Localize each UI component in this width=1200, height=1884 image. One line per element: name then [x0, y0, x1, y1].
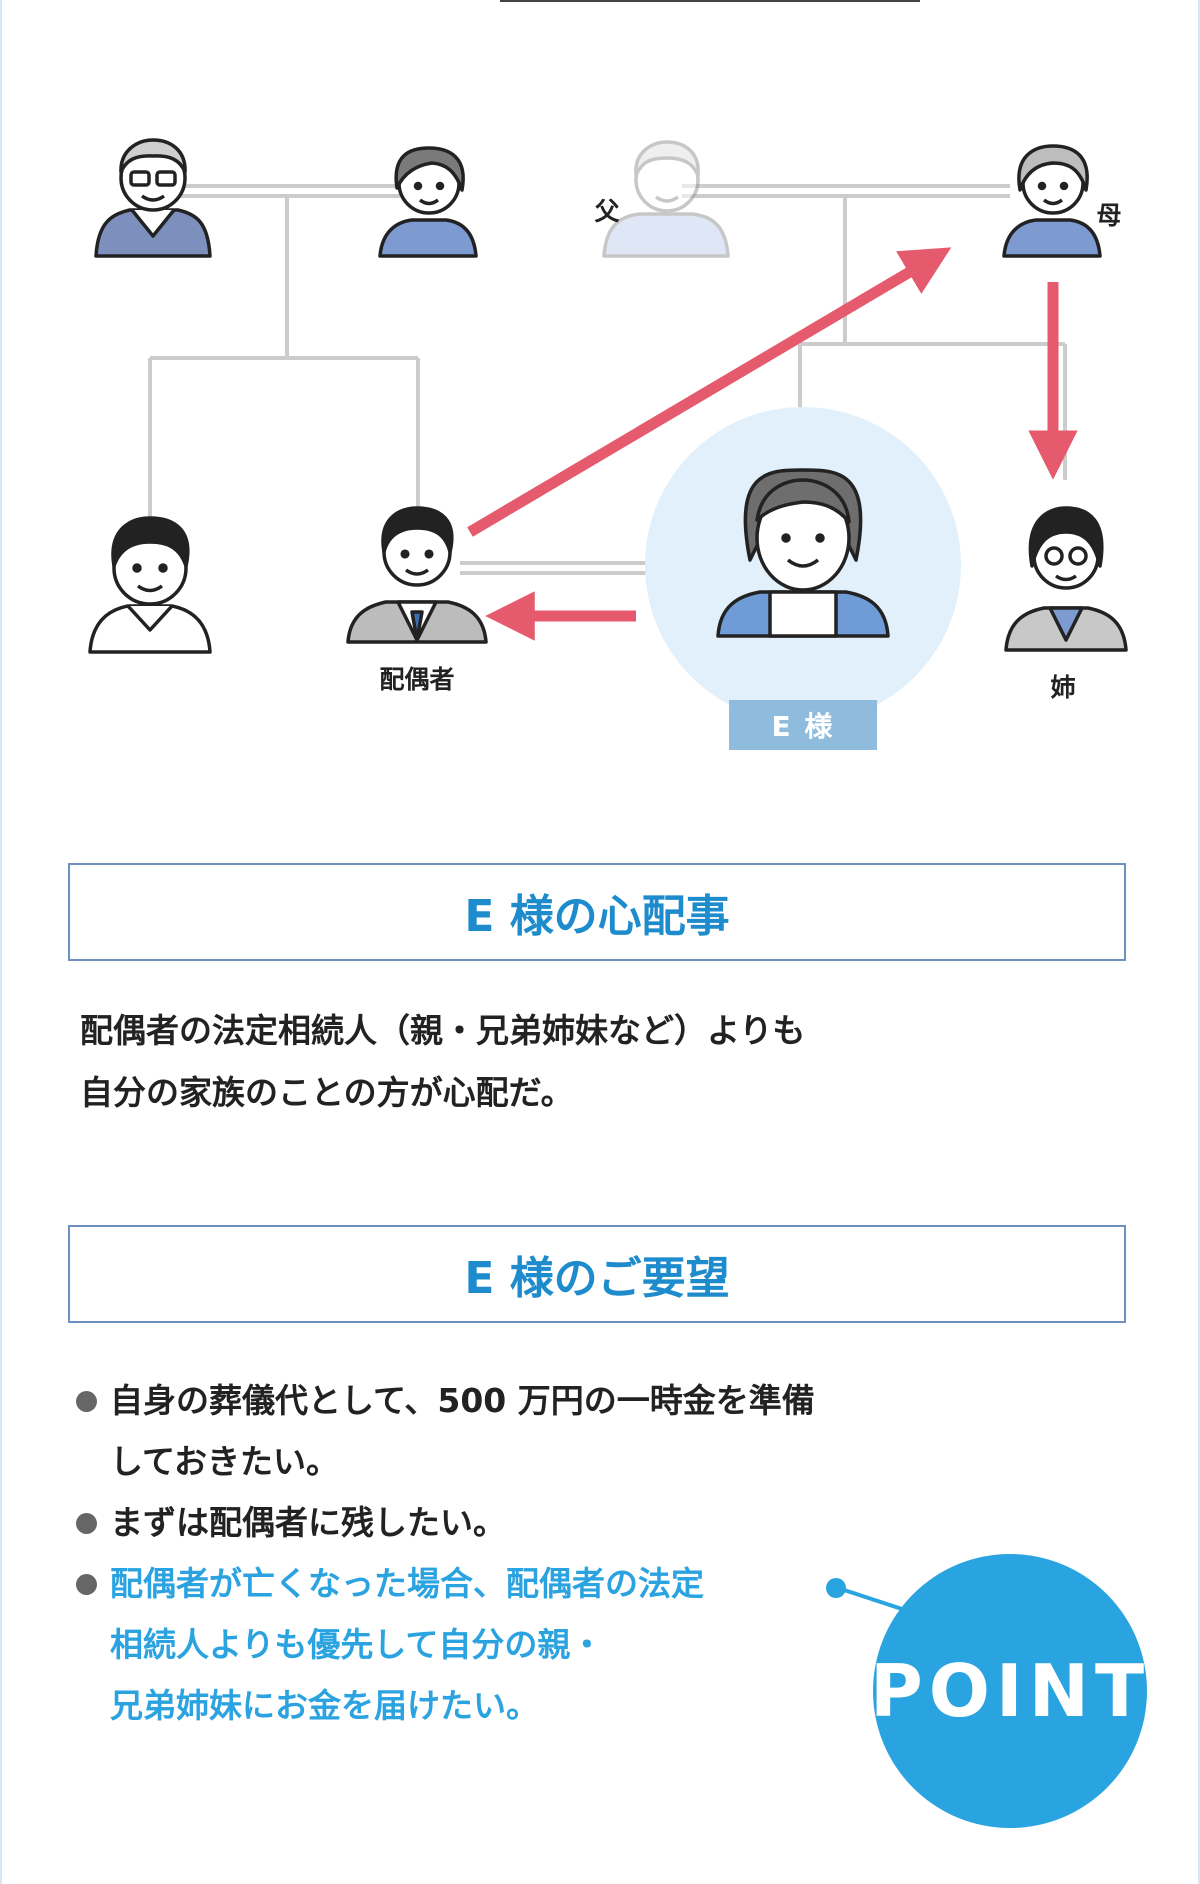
family-tree-diagram	[88, 138, 1128, 723]
top-divider	[500, 0, 920, 2]
wish-heading: E 様のご要望	[68, 1225, 1126, 1323]
sister-label: 姉	[1050, 673, 1076, 702]
arrow-spouse-to-mother	[467, 247, 952, 537]
wish-line: 兄弟姉妹にお金を届けたい。	[110, 1686, 539, 1725]
wish-item: まずは配偶者に残したい。	[76, 1492, 976, 1553]
wish-list: 自身の葬儀代として、500 万円の一時金を準備 しておきたい。 まずは配偶者に残…	[76, 1370, 976, 1736]
concern-line: 配偶者の法定相続人（親・兄弟姉妹など）よりも	[80, 1011, 806, 1050]
mother-label: 母	[1096, 201, 1122, 230]
concern-text: 配偶者の法定相続人（親・兄弟姉妹など）よりも 自分の家族のことの方が心配だ。	[80, 1000, 1080, 1124]
father-label: 父	[594, 197, 620, 226]
bullet-icon	[76, 1574, 97, 1595]
point-badge: POINT	[870, 1554, 1147, 1828]
wish-item: 自身の葬儀代として、500 万円の一時金を準備 しておきたい。	[76, 1370, 976, 1492]
wish-line: 配偶者が亡くなった場合、配偶者の法定	[110, 1564, 704, 1603]
concern-line: 自分の家族のことの方が心配だ。	[80, 1073, 574, 1112]
wish-line: 相続人よりも優先して自分の親・	[110, 1625, 604, 1664]
bullet-icon	[76, 1513, 97, 1534]
spouse-label: 配偶者	[379, 665, 455, 694]
father-person-icon	[602, 140, 730, 258]
wish-line: まずは配偶者に残したい。	[110, 1503, 506, 1542]
wish-line: しておきたい。	[110, 1442, 340, 1481]
arrows	[467, 247, 1078, 641]
self-name-badge: E 様	[729, 700, 877, 750]
mother-person-icon	[1002, 144, 1102, 258]
bullet-icon	[76, 1391, 97, 1412]
spouse-person-icon	[346, 506, 488, 644]
spouse-mother-person-icon	[378, 146, 478, 258]
spouse-father-person-icon	[94, 138, 212, 258]
spouse-sibling-person-icon	[88, 516, 212, 654]
wish-item-highlight: 配偶者が亡くなった場合、配偶者の法定 相続人よりも優先して自分の親・ 兄弟姉妹に…	[76, 1553, 976, 1736]
sister-person-icon	[1004, 506, 1128, 652]
self-person-icon	[716, 468, 890, 638]
wish-line: 自身の葬儀代として、500 万円の一時金を準備	[110, 1381, 815, 1420]
concern-heading: E 様の心配事	[68, 863, 1126, 961]
